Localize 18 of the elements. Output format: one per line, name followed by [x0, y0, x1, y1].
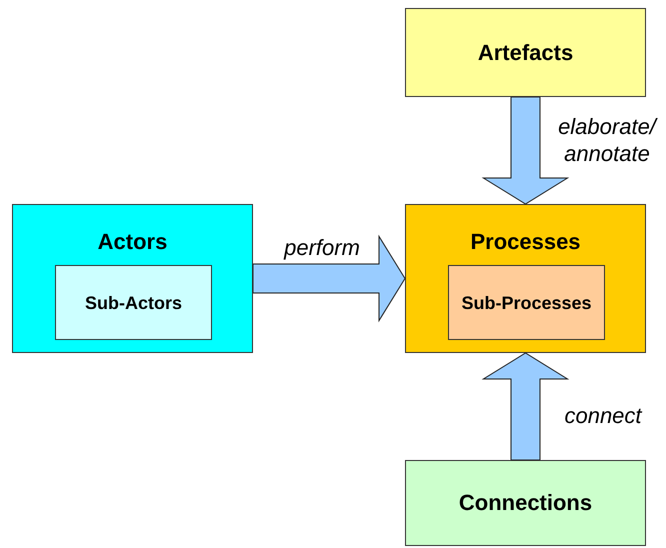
sub-processes-box	[448, 265, 605, 340]
connections-box	[405, 460, 646, 546]
node-title: Artefacts	[476, 40, 574, 66]
node-title: Actors	[96, 229, 168, 255]
node-title: Sub-Processes	[460, 292, 593, 314]
edge-label: elaborate/ annotate	[557, 113, 659, 167]
node-title: Sub-Actors	[84, 292, 183, 314]
edge-label: perform	[282, 234, 361, 261]
node-title: Connections	[458, 490, 594, 516]
processes-box	[405, 204, 646, 353]
artefacts-box	[405, 8, 646, 97]
block-arrow	[482, 96, 570, 205]
block-arrow	[482, 352, 570, 460]
edge-label: connect	[563, 402, 644, 429]
actors-box	[12, 204, 253, 353]
sub-actors-box	[55, 265, 212, 340]
block-arrow	[252, 234, 406, 322]
node-title: Processes	[469, 229, 582, 255]
